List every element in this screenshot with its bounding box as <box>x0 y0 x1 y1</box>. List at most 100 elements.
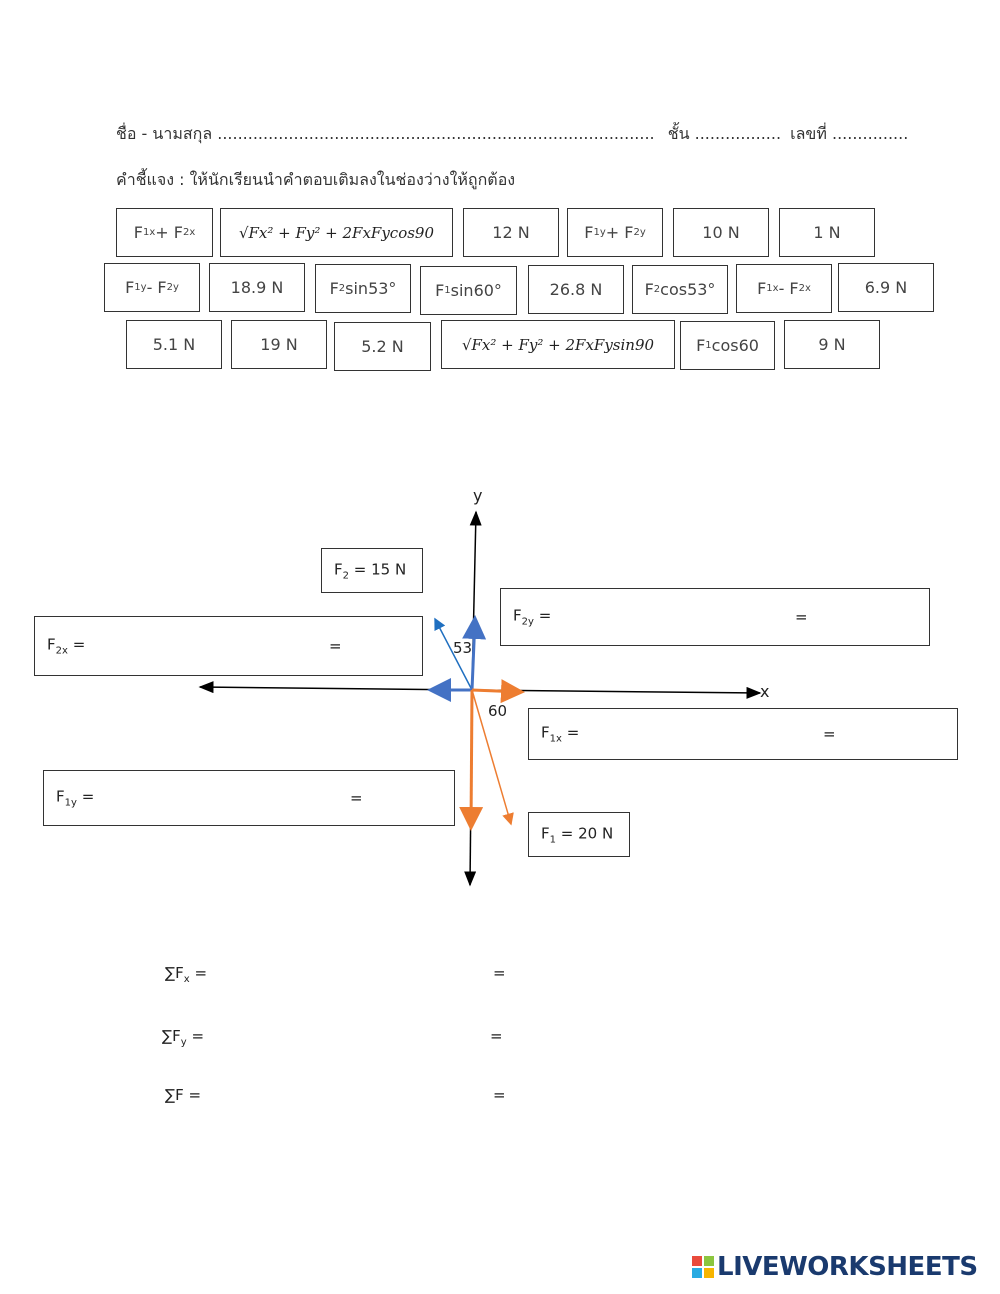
text: = 15 N <box>349 560 407 578</box>
tile-text: - F <box>778 279 799 298</box>
f1x-answer-box: F1x = = <box>528 708 958 760</box>
sum-fx-expression-drop[interactable] <box>215 958 485 990</box>
answer-tile[interactable]: √Fx² + Fy² + 2FxFycos90 <box>220 208 453 257</box>
text: F <box>56 787 65 806</box>
equals: = <box>493 1086 506 1104</box>
answer-tile[interactable]: 1 N <box>779 208 875 257</box>
tile-subscript: 1 <box>444 285 451 296</box>
text: = <box>189 964 208 982</box>
f2x-answer-box: F2x = = <box>34 616 423 676</box>
tile-text: 6.9 N <box>864 278 908 297</box>
text: F <box>513 606 522 625</box>
tile-subscript: 1x <box>142 227 156 238</box>
x-axis-left <box>198 681 473 694</box>
answer-tile[interactable]: 26.8 N <box>528 265 624 314</box>
instruction: คำชี้แจง : ให้นักเรียนนำคำตอบเติมลงในช่อ… <box>116 170 516 189</box>
f1y-expression-drop[interactable] <box>114 775 334 821</box>
sum-fy-label: ∑Fy = <box>162 1027 204 1048</box>
tile-text: + F <box>605 223 634 242</box>
equals: = <box>490 1027 503 1045</box>
f1y-answer-box: F1y = = <box>43 770 455 826</box>
answer-tile[interactable]: 10 N <box>673 208 769 257</box>
answer-tile[interactable]: 18.9 N <box>209 263 305 312</box>
tile-text: cos60 <box>711 336 759 355</box>
logo-text: LIVEWORKSHEETS <box>717 1252 978 1282</box>
angle-60-label: 60 <box>488 702 508 720</box>
class-label: ชั้น ................. <box>667 124 782 143</box>
answer-tile[interactable]: √Fx² + Fy² + 2FxFysin90 <box>441 320 675 369</box>
liveworksheets-logo: LIVEWORKSHEETS <box>692 1252 978 1282</box>
sum-f-label: ∑F = <box>165 1086 201 1104</box>
text: ∑F <box>162 1027 181 1045</box>
tile-text: F <box>696 336 706 355</box>
sum-fy-expression-drop[interactable] <box>212 1021 482 1053</box>
f1-magnitude-label: F1 = 20 N <box>528 812 630 857</box>
tile-text: - F <box>146 278 167 297</box>
tile-subscript: 2y <box>633 227 646 238</box>
f2y-value-drop[interactable] <box>816 593 921 641</box>
name-line: ชื่อ - นามสกุล .........................… <box>116 122 908 147</box>
answer-tile[interactable]: 9 N <box>784 320 880 369</box>
tile-text: F <box>329 279 339 298</box>
subscript: 2 <box>342 570 350 581</box>
text: = <box>67 635 86 654</box>
f1y-vector <box>459 689 484 831</box>
f2x-value-drop[interactable] <box>350 621 420 671</box>
text: = <box>186 1027 205 1045</box>
sum-fx-value-drop[interactable] <box>512 958 632 990</box>
tile-text: 26.8 N <box>549 280 603 299</box>
answer-tile[interactable]: 12 N <box>463 208 559 257</box>
sum-f-expression-drop[interactable] <box>212 1080 482 1112</box>
f1x-value-drop[interactable] <box>844 713 949 755</box>
tile-subscript: 1y <box>134 282 147 293</box>
tile-text: cos53° <box>660 280 716 299</box>
f1x-vector <box>471 679 525 704</box>
tile-text: 5.1 N <box>152 335 196 354</box>
sum-fy-value-drop[interactable] <box>510 1021 630 1053</box>
subscript: 1y <box>64 797 77 809</box>
subscript: 2x <box>55 645 68 657</box>
answer-tile[interactable]: 6.9 N <box>838 263 934 312</box>
text: = <box>76 787 95 806</box>
tile-text: 12 N <box>492 223 530 242</box>
answer-tile[interactable]: 5.1 N <box>126 320 222 369</box>
tile-text: F <box>435 281 445 300</box>
text: ∑F <box>165 964 184 982</box>
tile-subscript: 1y <box>593 227 606 238</box>
tile-text: F <box>133 223 143 242</box>
answer-tile[interactable]: 5.2 N <box>334 322 431 371</box>
tile-text: 9 N <box>818 335 846 354</box>
f1x-expression-drop[interactable] <box>599 713 809 755</box>
f2-magnitude-label: F2 = 15 N <box>321 548 423 593</box>
text: = <box>533 606 552 625</box>
tile-text: F <box>584 223 594 242</box>
equals: = <box>350 789 363 807</box>
tile-subscript: 2y <box>166 282 179 293</box>
sum-f-value-drop[interactable] <box>512 1080 632 1112</box>
text: F <box>47 635 56 654</box>
tile-text: F <box>757 279 767 298</box>
answer-tile[interactable]: 19 N <box>231 320 327 369</box>
tile-subscript: 2x <box>182 227 196 238</box>
subscript: 1x <box>549 733 562 745</box>
f2y-expression-drop[interactable] <box>571 593 781 641</box>
tile-text: 10 N <box>702 223 740 242</box>
tile-text: √Fx² + Fy² + 2FxFysin90 <box>461 335 655 354</box>
name-label: ชื่อ - นามสกุล .........................… <box>116 124 655 143</box>
tile-text: F <box>125 278 135 297</box>
sum-fx-label: ∑Fx = <box>165 964 207 985</box>
f1y-value-drop[interactable] <box>369 775 449 821</box>
tile-text: 5.2 N <box>361 337 404 356</box>
tile-subscript: 2 <box>653 284 661 295</box>
f2x-expression-drop[interactable] <box>105 621 315 671</box>
text: = 20 N <box>556 824 614 842</box>
